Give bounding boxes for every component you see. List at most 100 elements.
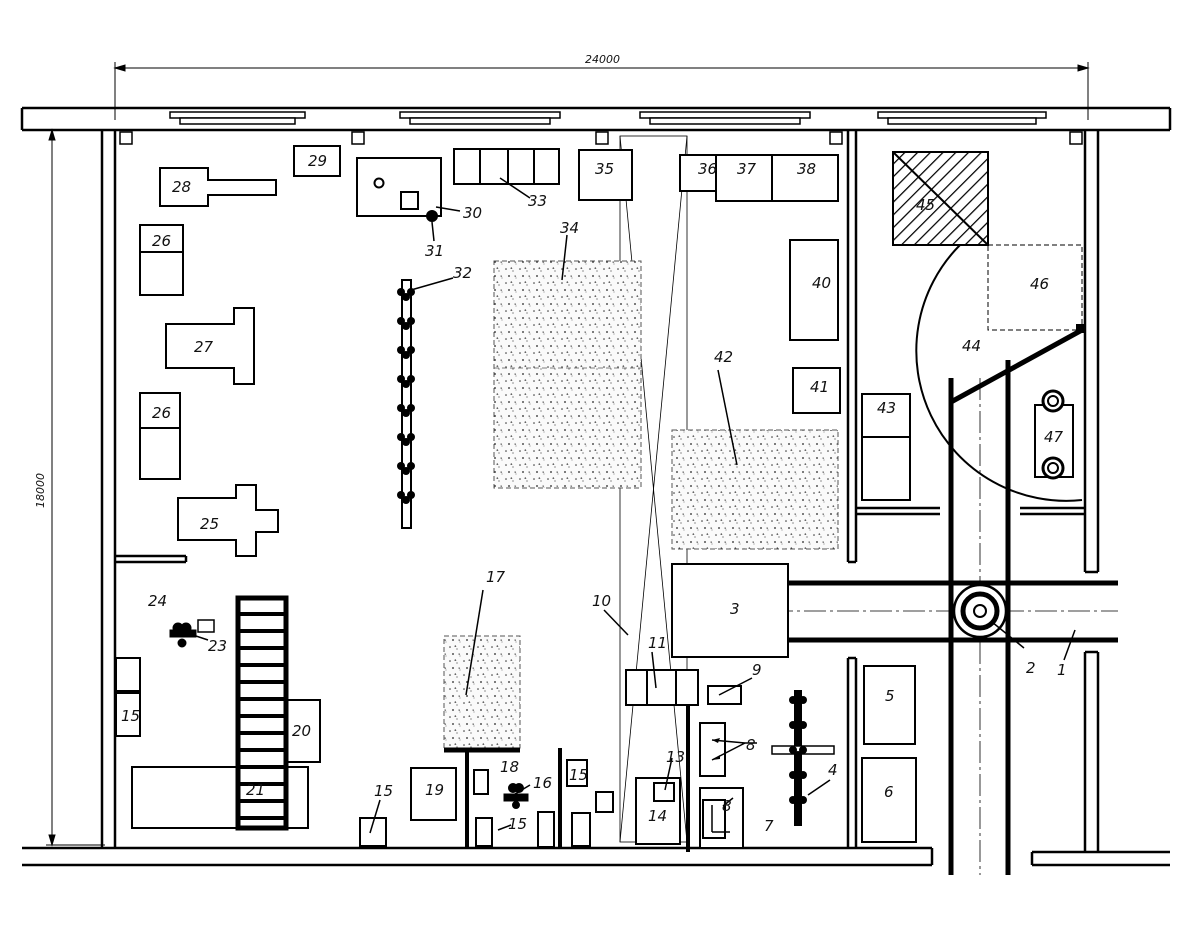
roller-icon <box>402 351 410 359</box>
roller-icon <box>402 496 410 504</box>
label-33: 33 <box>528 192 547 210</box>
label-6: 6 <box>884 783 894 801</box>
dimension-height <box>46 128 105 847</box>
storage-area-34 <box>493 260 642 489</box>
turntable <box>952 583 1008 639</box>
roller-icon <box>789 696 797 704</box>
jib-crane-arc <box>915 244 1083 502</box>
label-15-middle: 15 <box>508 815 527 833</box>
roller-icon <box>397 346 405 354</box>
dimension-width-label: 24000 <box>585 53 620 66</box>
roller-icon <box>407 433 415 441</box>
label-26-upper: 26 <box>152 232 171 250</box>
storage-area-17 <box>443 635 521 749</box>
label-37: 37 <box>737 160 757 178</box>
roller-icon <box>407 462 415 470</box>
label-19: 19 <box>425 781 444 799</box>
roller-icon <box>799 746 807 754</box>
roller-icon <box>789 721 797 729</box>
label-23: 23 <box>208 637 227 655</box>
dimension-width <box>113 62 1090 120</box>
roller-icon <box>397 433 405 441</box>
roller-icon <box>794 776 802 784</box>
roller-icon <box>402 467 410 475</box>
labels: 1 2 3 4 5 6 7 8 8 9 10 11 13 14 15 15 15… <box>121 152 1067 835</box>
label-17: 17 <box>486 568 506 586</box>
building-walls <box>20 106 1172 867</box>
label-27: 27 <box>194 338 214 356</box>
label-11: 11 <box>648 634 667 652</box>
label-45: 45 <box>916 196 935 214</box>
label-4: 4 <box>828 761 838 779</box>
roller-icon <box>794 801 802 809</box>
label-8-upper: 8 <box>746 736 756 754</box>
roller-icon <box>402 438 410 446</box>
label-40: 40 <box>812 274 831 292</box>
label-44: 44 <box>962 337 981 355</box>
roller-icon <box>407 491 415 499</box>
label-13: 13 <box>666 748 685 766</box>
jib-crane-arm <box>949 327 1084 405</box>
roller-icon <box>799 721 807 729</box>
equipment <box>115 145 1074 849</box>
label-5: 5 <box>885 687 895 705</box>
roller-icon <box>799 796 807 804</box>
label-3: 3 <box>730 600 740 618</box>
roller-icon <box>402 380 410 388</box>
roller-icon <box>407 346 415 354</box>
roller-icon <box>794 701 802 709</box>
label-26-lower: 26 <box>152 404 171 422</box>
label-8-lower: 8 <box>722 797 732 815</box>
label-43: 43 <box>877 399 896 417</box>
label-16: 16 <box>533 774 552 792</box>
label-41: 41 <box>810 378 829 396</box>
label-7: 7 <box>764 817 774 835</box>
roller-icon <box>397 462 405 470</box>
label-46: 46 <box>1030 275 1049 293</box>
label-9: 9 <box>752 661 762 679</box>
conveyor-32 <box>401 279 412 529</box>
roller-icon <box>402 293 410 301</box>
roller-icon <box>407 404 415 412</box>
label-34: 34 <box>560 219 579 237</box>
label-31: 31 <box>425 242 444 260</box>
label-2: 2 <box>1026 659 1036 677</box>
label-15-left: 15 <box>121 707 140 725</box>
stairs <box>235 595 289 831</box>
label-1: 1 <box>1057 661 1067 679</box>
dimension-height-label: 18000 <box>34 473 47 508</box>
roller-icon <box>794 726 802 734</box>
label-10: 10 <box>592 592 611 610</box>
roller-icon <box>799 771 807 779</box>
label-47: 47 <box>1044 428 1064 446</box>
label-24: 24 <box>148 592 167 610</box>
roller-icon <box>402 322 410 330</box>
storage-area-42 <box>671 429 839 550</box>
label-29: 29 <box>308 152 327 170</box>
label-21: 21 <box>246 781 265 799</box>
roller-icon <box>799 696 807 704</box>
roller-icon <box>789 746 797 754</box>
columns <box>119 131 1083 145</box>
label-15-right: 15 <box>569 766 588 784</box>
windows <box>169 111 1047 125</box>
label-20: 20 <box>292 722 311 740</box>
roller-icon <box>789 771 797 779</box>
roller-icon <box>397 375 405 383</box>
machine-16 <box>503 783 529 809</box>
label-25: 25 <box>200 515 219 533</box>
machine-23 <box>169 619 215 648</box>
roller-icon <box>397 491 405 499</box>
leader-lines <box>189 177 1076 834</box>
label-14: 14 <box>648 807 667 825</box>
label-30: 30 <box>463 204 482 222</box>
label-18: 18 <box>500 758 519 776</box>
label-15-bottom: 15 <box>374 782 393 800</box>
roller-icon <box>407 375 415 383</box>
label-36: 36 <box>698 160 717 178</box>
label-32: 32 <box>453 264 472 282</box>
roller-icon <box>407 317 415 325</box>
label-38: 38 <box>797 160 816 178</box>
label-28: 28 <box>172 178 191 196</box>
roller-icon <box>397 288 405 296</box>
